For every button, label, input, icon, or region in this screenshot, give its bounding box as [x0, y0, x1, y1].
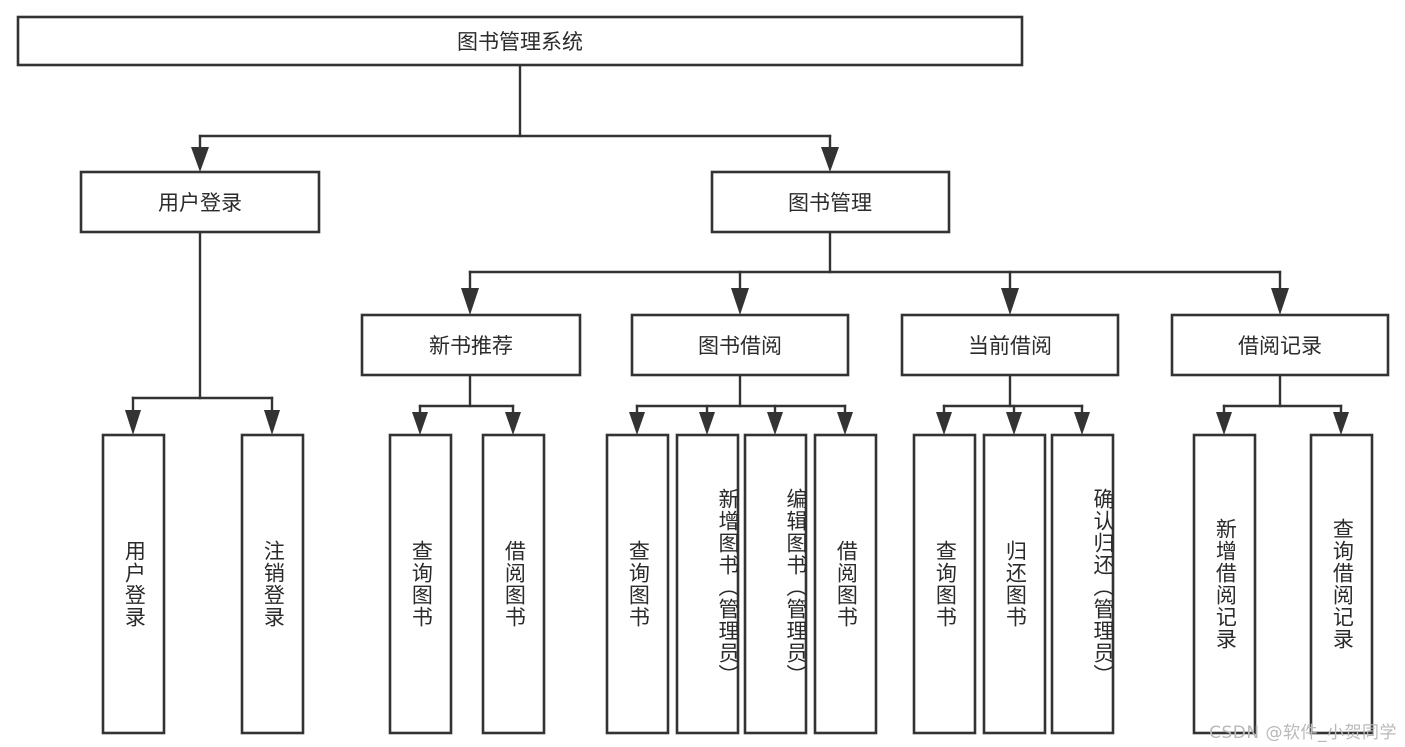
node-new-book-recommend-label: 新书推荐 [429, 334, 513, 358]
node-current-borrow-box[interactable] [900, 313, 1120, 377]
arrow-to-user-login [191, 147, 209, 172]
node-current-borrow[interactable]: 当前借阅 [900, 313, 1120, 377]
leaf-box-edit-book[interactable] [743, 433, 808, 735]
leaf-box-user-login[interactable] [101, 433, 166, 735]
arrow-leaf-newbook-query [412, 412, 428, 435]
arrow-leaf-add-book [699, 412, 715, 435]
csdn-watermark: CSDN @软件_小贺同学 [1209, 723, 1397, 743]
arrow-leaf-logout [264, 410, 280, 435]
connectors-group [125, 63, 1349, 435]
leaf-box-query-record[interactable] [1309, 433, 1374, 735]
leaf-box-borrow-book-2[interactable] [813, 433, 878, 735]
arrow-leaf-return-book [1006, 412, 1022, 435]
arrow-leaf-user-login [125, 410, 141, 435]
node-book-borrow-box[interactable] [630, 313, 850, 377]
node-borrow-record[interactable]: 借阅记录 [1170, 313, 1390, 377]
node-book-management-label: 图书管理 [788, 191, 872, 215]
node-user-login[interactable]: 用户登录 [79, 170, 321, 234]
leaf-box-query-book-3[interactable] [912, 433, 977, 735]
leaf-box-add-record[interactable] [1192, 433, 1257, 735]
node-root-label: 图书管理系统 [457, 30, 583, 54]
node-book-borrow[interactable]: 图书借阅 [630, 313, 850, 377]
arrow-to-borrow-record [1271, 288, 1289, 315]
node-root[interactable]: 图书管理系统 [16, 15, 1024, 67]
arrow-to-book-mgmt [821, 147, 839, 172]
arrow-to-current-borrow [1001, 288, 1019, 315]
node-current-borrow-label: 当前借阅 [968, 334, 1052, 358]
arrow-leaf-confirm-return [1074, 412, 1090, 435]
arrow-to-book-borrow [731, 288, 749, 315]
node-book-borrow-label: 图书借阅 [698, 334, 782, 358]
arrow-leaf-add-record [1216, 412, 1232, 435]
node-root-box[interactable] [16, 15, 1024, 67]
arrow-leaf-borrow-book [837, 412, 853, 435]
arrow-leaf-borrow-query [629, 412, 645, 435]
arrow-leaf-edit-book [767, 412, 783, 435]
leaf-box-add-book[interactable] [675, 433, 740, 735]
node-borrow-record-label: 借阅记录 [1238, 334, 1322, 358]
leaf-boxes-group [101, 433, 1374, 735]
arrow-leaf-query-record [1333, 412, 1349, 435]
arrow-leaf-newbook-borrow [505, 412, 521, 435]
leaf-box-confirm-return[interactable] [1050, 433, 1115, 735]
node-borrow-record-box[interactable] [1170, 313, 1390, 377]
node-new-book-recommend-box[interactable] [360, 313, 582, 377]
leaf-box-return-book[interactable] [982, 433, 1047, 735]
leaf-box-borrow-book-1[interactable] [481, 433, 546, 735]
node-book-management[interactable]: 图书管理 [710, 170, 951, 234]
leaf-box-query-book-2[interactable] [605, 433, 670, 735]
node-user-login-label: 用户登录 [158, 191, 242, 215]
arrow-leaf-current-query [936, 412, 952, 435]
node-user-login-box[interactable] [79, 170, 321, 234]
leaf-box-query-book-1[interactable] [388, 433, 453, 735]
node-new-book-recommend[interactable]: 新书推荐 [360, 313, 582, 377]
node-book-management-box[interactable] [710, 170, 951, 234]
arrow-to-new-book-rec [461, 288, 479, 315]
leaf-box-logout[interactable] [240, 433, 305, 735]
